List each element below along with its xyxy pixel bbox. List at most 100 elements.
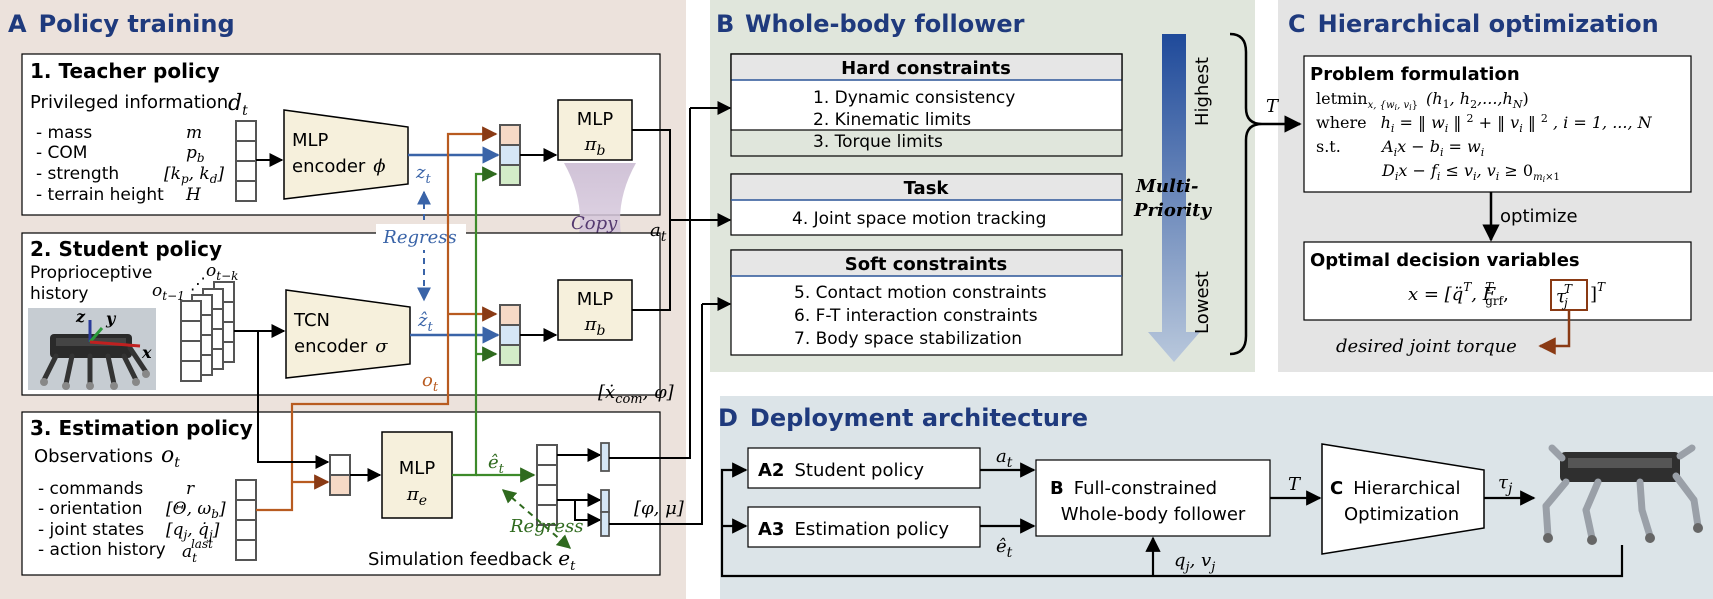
teacher-item-com-sym: pb xyxy=(186,143,205,165)
latent-regress-label: Regress xyxy=(382,227,456,248)
deploy-tau-label: τj xyxy=(1498,472,1513,497)
est-phi-mu-output-line xyxy=(609,304,703,525)
desired-torque-arrow xyxy=(1538,310,1571,355)
soft-constraints-header xyxy=(730,249,1123,277)
history-to-est-line xyxy=(257,331,330,469)
estimation-policy-title: 3. Estimation policy xyxy=(30,416,253,440)
optimal-variables-box xyxy=(1303,241,1692,321)
student-mlp-symbol: πb xyxy=(584,314,606,339)
est-item-action-history: - action history xyxy=(38,540,166,560)
estimation-concat-vector xyxy=(329,454,351,496)
formula-row-1: letminx, {wi, vi}(h1, h2,...,hN) xyxy=(1316,89,1529,112)
mlp-encoder-block xyxy=(283,109,409,200)
mlp-encoder-label-1: MLP xyxy=(292,130,329,151)
obs-first-label: ot−1 xyxy=(152,281,185,303)
deploy-optimization-block xyxy=(1321,443,1485,555)
svg-text:y: y xyxy=(105,309,117,328)
svg-text:z: z xyxy=(75,307,86,326)
est-item-commands-sym: r xyxy=(186,479,195,499)
problem-formulation-title: Problem formulation xyxy=(1310,64,1520,85)
tcn-encoder-label-1: TCN xyxy=(293,310,330,331)
svg-text:x: x xyxy=(141,343,152,362)
priority-arrow xyxy=(1148,34,1200,362)
optimal-x-tail: ]T xyxy=(1590,280,1606,305)
teacher-latent-label: zt xyxy=(415,162,431,187)
proprioceptive-label: Proprioceptive xyxy=(30,263,152,283)
estimation-mlp-pi-e xyxy=(381,431,453,519)
teacher-item-terrain: - terrain height xyxy=(36,185,164,205)
teacher-output-line xyxy=(632,129,671,220)
est-item-orientation-sym: [Θ, ωb] xyxy=(166,499,226,521)
teacher-input-vector xyxy=(235,120,257,202)
est-item-action-history-sym: atlast xyxy=(182,537,213,565)
teacher-mlp-label: MLP xyxy=(577,109,614,130)
action-label: at xyxy=(650,220,667,245)
follower-output-T: T xyxy=(1266,96,1280,117)
obs-orange-label: ot xyxy=(422,370,439,395)
deploy-feedback-loop xyxy=(720,462,1624,578)
teacher-item-com: - COM xyxy=(36,143,87,163)
soft-item-7: 7. Body space stabilization xyxy=(794,329,1022,349)
privileged-info-label: Privileged information xyxy=(30,92,228,113)
soft-item-6: 6. F-T interaction constraints xyxy=(794,306,1038,326)
student-latent-label: ẑt xyxy=(417,310,433,335)
desired-torque-label: desired joint torque xyxy=(1336,336,1517,357)
privileged-info-symbol: dt xyxy=(228,91,248,119)
optimize-label: optimize xyxy=(1500,206,1578,227)
formula-row-4: Dix − fi ≤ vi, vi ≥ 0mi×1 xyxy=(1381,161,1560,184)
priority-highest: Highest xyxy=(1192,57,1213,126)
regress-label-bg xyxy=(376,224,466,250)
deploy-e-label: êt xyxy=(996,536,1013,561)
est-split-bars xyxy=(600,442,610,537)
student-policy-title: 2. Student policy xyxy=(30,237,222,261)
hard-item-2: 2. Kinematic limits xyxy=(813,110,971,130)
teacher-item-mass-sym: m xyxy=(186,123,202,143)
deploy-a-label: at xyxy=(996,446,1013,471)
hard-item-3: 3. Torque limits xyxy=(813,132,943,152)
est-output-vector xyxy=(536,444,558,526)
tcn-encoder-block xyxy=(285,289,411,379)
est-phi-mu-label: [φ, μ] xyxy=(634,498,685,519)
est-green-label: êt xyxy=(488,452,505,477)
optimal-variables-title: Optimal decision variables xyxy=(1310,250,1580,271)
task-header xyxy=(730,173,1123,201)
hard-constraints-title: Hard constraints xyxy=(841,58,1011,79)
deploy-feedback-label: qj, vj xyxy=(1174,550,1215,575)
est-com-output-label: [ẋcom, φ] xyxy=(598,382,675,407)
deploy-T-label: T xyxy=(1288,474,1302,495)
est-item-commands: - commands xyxy=(38,479,143,499)
est-mlp-label: MLP xyxy=(399,458,436,479)
priority-lowest: Lowest xyxy=(1192,271,1213,334)
est-regress-label: Regress xyxy=(509,516,583,537)
teacher-item-terrain-sym: H xyxy=(185,185,202,205)
priority-label: Priority xyxy=(1133,200,1212,221)
teacher-mlp-symbol: πb xyxy=(584,134,606,159)
problem-formulation-box xyxy=(1303,55,1692,193)
teacher-policy-title: 1. Teacher policy xyxy=(30,59,220,83)
est-green-path xyxy=(452,166,498,477)
teacher-item-mass: - mass xyxy=(36,123,92,143)
deploy-opt-line-2: Optimization xyxy=(1344,504,1459,525)
est-regress-arrow xyxy=(501,489,572,549)
formula-row-3: s.t.Aix − bi = wi xyxy=(1316,137,1484,159)
hard-item-1: 1. Dynamic consistency xyxy=(813,88,1015,108)
deploy-robot-image xyxy=(1542,444,1703,545)
task-item-4: 4. Joint space motion tracking xyxy=(792,209,1046,229)
soft-item-5: 5. Contact motion constraints xyxy=(794,283,1047,303)
deploy-estimation-box xyxy=(747,506,981,548)
student-output-line xyxy=(632,220,671,311)
student-history-stack xyxy=(180,281,235,382)
task-title: Task xyxy=(904,178,950,199)
